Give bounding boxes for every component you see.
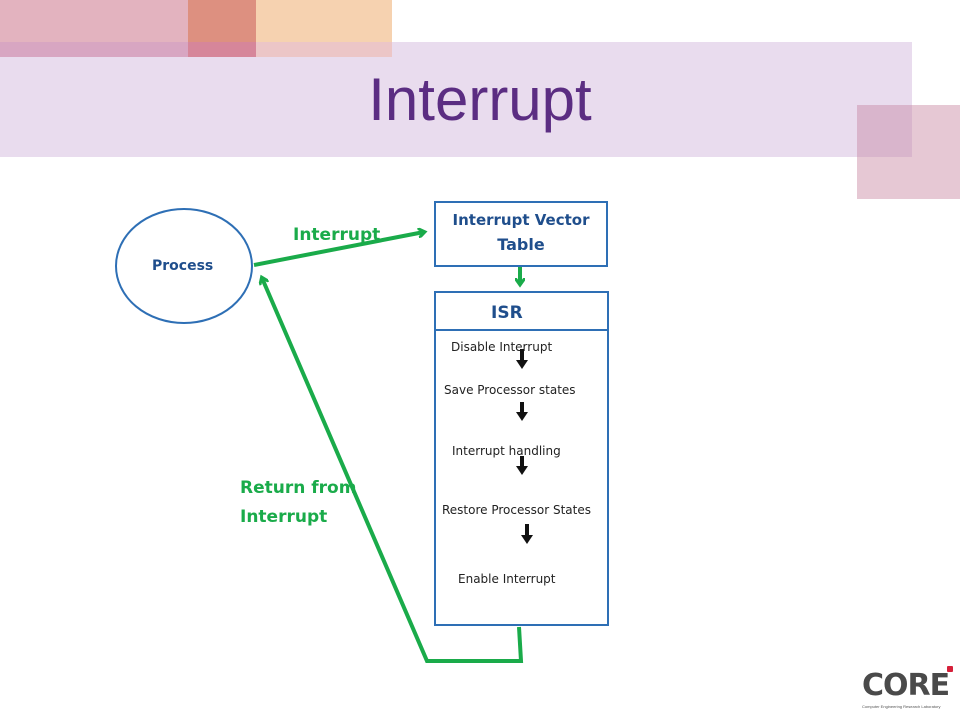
return-label-line1: Return from bbox=[240, 478, 357, 498]
down-arrow-icon bbox=[516, 456, 528, 475]
title-band bbox=[0, 42, 912, 157]
isr-step-interrupt-handling: Interrupt handling bbox=[452, 444, 561, 458]
down-arrow-icon bbox=[516, 402, 528, 421]
isr-step-restore-processor-states: Restore Processor States bbox=[442, 503, 591, 517]
side-deco-overlap bbox=[857, 105, 912, 157]
interrupt-vector-table-box: Interrupt Vector Table bbox=[434, 201, 608, 267]
slide-title: Interrupt bbox=[368, 66, 592, 133]
process-node bbox=[115, 208, 253, 324]
return-label-line2: Interrupt bbox=[240, 507, 328, 527]
ivt-label-line2: Table bbox=[497, 235, 545, 254]
ivt-label-line1: Interrupt Vector bbox=[452, 211, 590, 229]
core-logo-dot bbox=[947, 666, 953, 672]
header-deco-overlap-2 bbox=[188, 42, 256, 57]
header-deco-overlap bbox=[0, 42, 188, 57]
core-logo: CORE Computer Engineering Research Labor… bbox=[862, 666, 958, 719]
isr-step-save-processor-states: Save Processor states bbox=[444, 383, 576, 397]
process-label: Process bbox=[152, 258, 214, 274]
isr-header-divider bbox=[436, 329, 607, 331]
down-arrow-icon bbox=[521, 524, 533, 544]
isr-title: ISR bbox=[491, 303, 523, 323]
core-logo-tagline: Computer Engineering Research Laboratory bbox=[862, 704, 941, 709]
isr-step-enable-interrupt: Enable Interrupt bbox=[458, 572, 556, 586]
return-arrow bbox=[262, 278, 524, 663]
core-logo-text: CORE bbox=[862, 668, 950, 703]
isr-step-disable-interrupt: Disable Interrupt bbox=[451, 340, 553, 354]
interrupt-arrow bbox=[253, 232, 424, 267]
down-arrow-icon bbox=[516, 349, 528, 369]
interrupt-label: Interrupt bbox=[293, 225, 381, 245]
header-deco-overlap-3 bbox=[256, 42, 392, 57]
